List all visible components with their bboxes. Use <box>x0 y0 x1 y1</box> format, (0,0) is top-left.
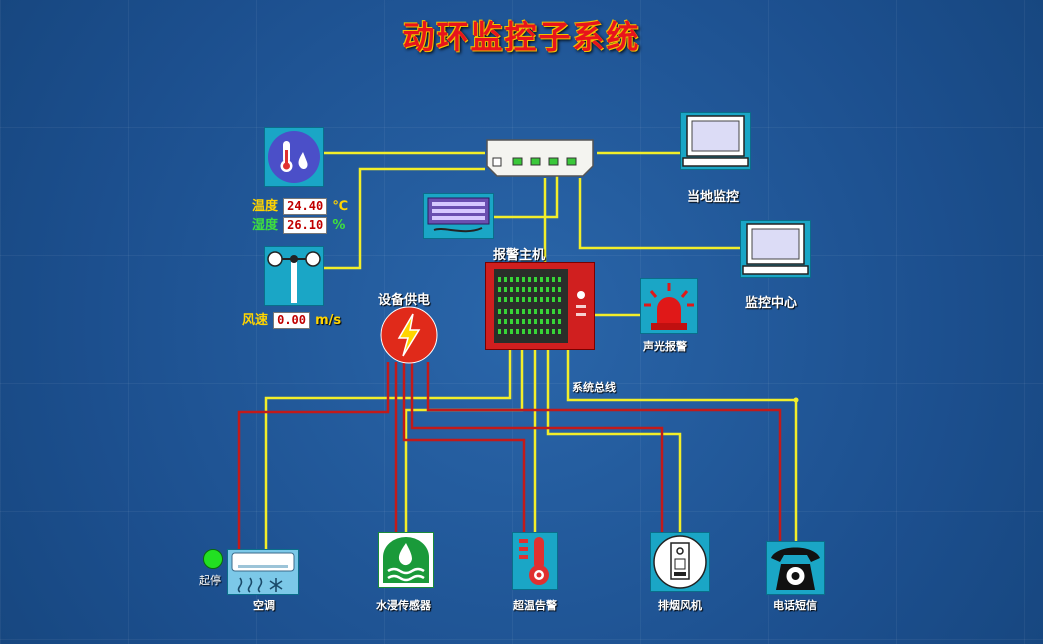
local-monitor-label: 当地监控 <box>687 190 740 205</box>
humidity-value: 26.10 <box>283 217 328 234</box>
exhaust-fan-device[interactable] <box>650 532 710 592</box>
network-switch-icon <box>486 139 594 177</box>
power-wire-temp <box>402 362 526 533</box>
alarm-host-indicator-icon <box>576 291 586 316</box>
monitor-center-label: 监控中心 <box>745 296 798 311</box>
power-supply-device[interactable] <box>380 306 438 364</box>
humidity-label: 湿度 <box>252 218 279 233</box>
start-stop-button[interactable] <box>203 549 223 569</box>
start-stop-label: 起停 <box>199 574 221 587</box>
air-conditioner-device[interactable] <box>227 549 299 595</box>
computer-monitor-icon <box>742 223 809 275</box>
humidity-unit: % <box>332 218 346 233</box>
lightning-icon <box>380 306 438 364</box>
power-supply-label: 设备供电 <box>378 293 431 308</box>
air-conditioner-icon <box>231 552 295 593</box>
page-title: 动环监控子系统 <box>402 18 641 56</box>
temperature-unit: ℃ <box>332 199 349 214</box>
wire-bus-fan <box>546 350 682 533</box>
system-bus-label: 系统总线 <box>572 381 616 394</box>
alarm-host-device[interactable] <box>485 262 595 350</box>
exhaust-fan-label: 排烟风机 <box>658 599 702 612</box>
anemometer-icon <box>267 251 321 303</box>
monitor-center-device[interactable] <box>740 220 811 278</box>
alarm-host-label: 报警主机 <box>493 248 546 263</box>
wind-speed-label: 风速 <box>242 313 269 328</box>
phone-sms-device[interactable] <box>766 541 825 595</box>
wind-speed-value: 0.00 <box>273 312 311 329</box>
over-temp-alarm-label: 超温告警 <box>513 599 557 612</box>
thermo-hygrometer-device[interactable] <box>264 127 324 187</box>
temperature-label: 温度 <box>252 199 279 214</box>
keypad-device[interactable] <box>423 193 494 239</box>
network-switch-device[interactable] <box>483 136 597 178</box>
keypad-icon <box>427 197 490 233</box>
local-monitor-device[interactable] <box>680 112 751 170</box>
phone-sms-label: 电话短信 <box>773 599 817 612</box>
water-sensor-device[interactable] <box>378 532 434 588</box>
telephone-icon <box>771 547 820 590</box>
over-temp-alarm-device[interactable] <box>512 532 558 590</box>
water-drop-icon <box>383 537 429 583</box>
sound-light-alarm-device[interactable] <box>640 278 698 334</box>
thermometer-alert-icon <box>519 537 549 585</box>
power-wire-fan <box>410 362 664 533</box>
computer-monitor-icon <box>682 115 749 167</box>
temperature-value: 24.40 <box>283 198 328 215</box>
thermometer-droplet-icon <box>268 131 320 183</box>
wind-speed-unit: m/s <box>315 313 342 328</box>
wind-speed-readout: 风速 0.00 m/s <box>242 309 341 329</box>
air-conditioner-label: 空调 <box>253 599 275 612</box>
alarm-host-panel <box>494 269 568 343</box>
power-wire-ac <box>237 362 390 551</box>
exhaust-fan-icon <box>653 535 707 589</box>
alarm-siren-icon <box>644 283 694 330</box>
wire-bus-ac <box>264 350 512 551</box>
anemometer-device[interactable] <box>264 246 324 306</box>
temperature-readout: 温度 24.40 ℃ <box>252 195 348 215</box>
water-sensor-label: 水浸传感器 <box>376 599 431 612</box>
humidity-readout: 湿度 26.10 % <box>252 214 345 234</box>
wire-switch-keypad <box>492 172 559 219</box>
wire-bus-water <box>404 350 524 533</box>
sound-light-alarm-label: 声光报警 <box>643 340 687 353</box>
